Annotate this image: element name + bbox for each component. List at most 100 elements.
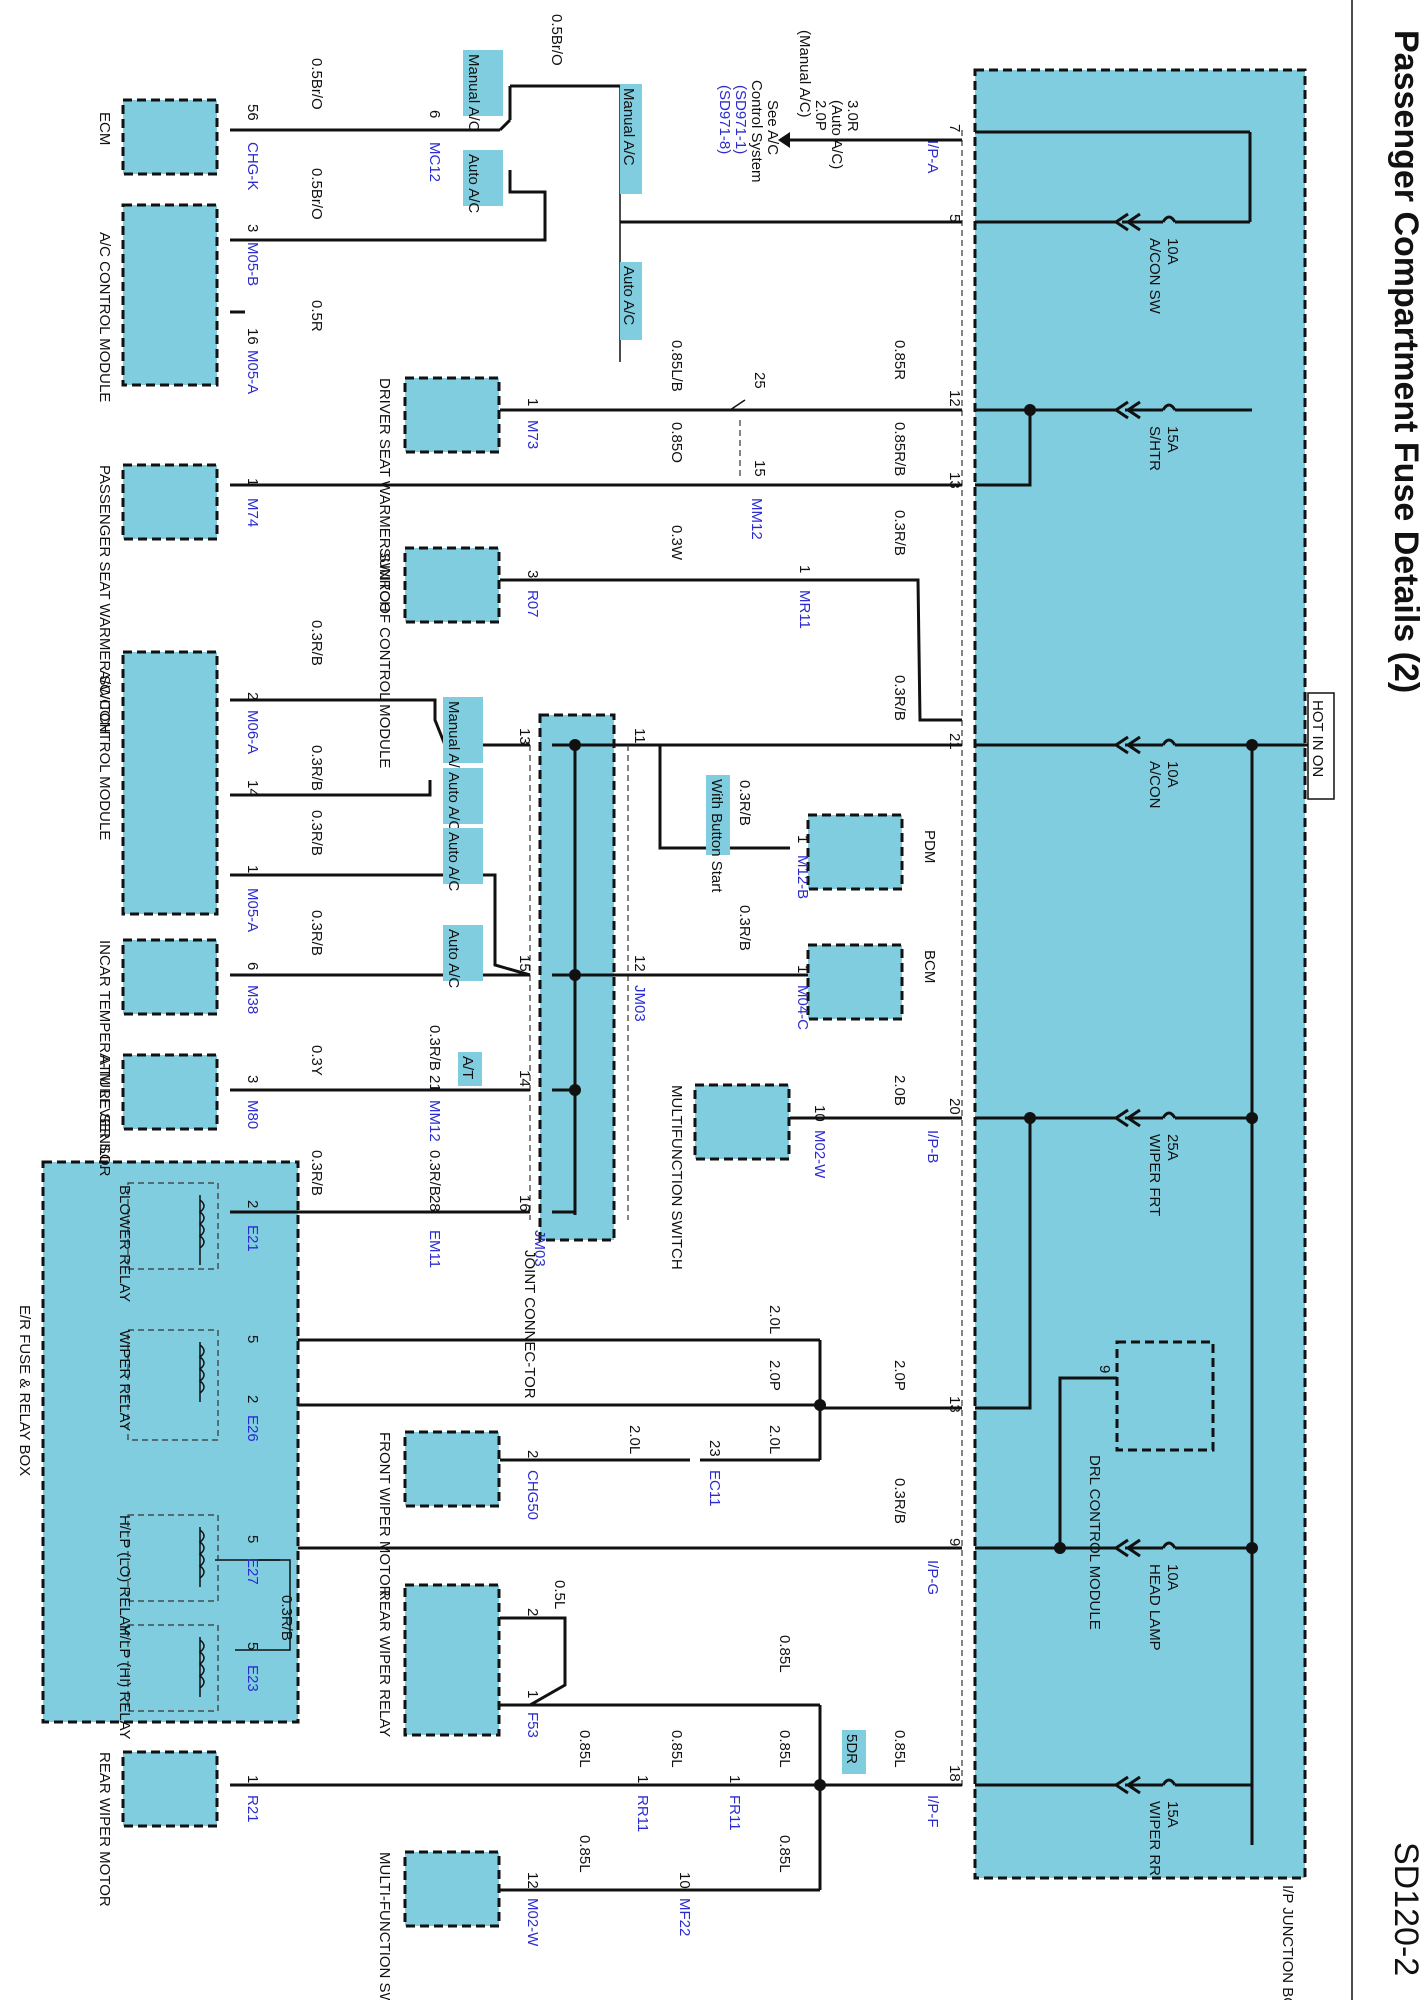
svg-text:10A: 10A [1164,1564,1181,1591]
svg-text:BCM: BCM [921,950,938,983]
svg-text:(Auto A/C): (Auto A/C) [828,100,845,169]
svg-text:10: 10 [811,1105,828,1122]
shtr-splice [1024,404,1036,416]
svg-text:WIPER RR: WIPER RR [1146,1801,1163,1876]
svg-text:15: 15 [516,955,533,972]
svg-text:DRL CONTROL MODULE: DRL CONTROL MODULE [1086,1455,1103,1630]
svg-text:CHG50: CHG50 [524,1470,541,1520]
svg-text:JOINT CONNEC-TOR: JOINT CONNEC-TOR [521,1250,538,1399]
svg-text:0.85L: 0.85L [776,1635,793,1673]
driver-seat-warmer-box [403,376,501,454]
svg-text:2.0L: 2.0L [766,1425,783,1454]
svg-text:1: 1 [794,965,811,973]
svg-text:I/P-F: I/P-F [924,1795,941,1828]
svg-text:15A: 15A [1164,426,1181,453]
svg-text:5: 5 [244,1535,261,1543]
svg-text:I/P-B: I/P-B [924,1130,941,1163]
svg-text:Manual A/C: Manual A/C [620,88,637,166]
wiper-frt-pin13-wire [975,1118,1032,1410]
svg-text:0.5R: 0.5R [308,300,325,332]
svg-text:6: 6 [426,110,443,118]
svg-text:0.3R/B: 0.3R/B [308,810,325,856]
svg-text:15: 15 [751,460,768,477]
svg-text:INCAR TEMPERA-TURE SENSOR: INCAR TEMPERA-TURE SENSOR [96,940,113,1177]
svg-text:JM03: JM03 [631,985,648,1022]
svg-text:M74: M74 [244,498,261,527]
svg-text:HEAD LAMP: HEAD LAMP [1146,1564,1163,1651]
svg-text:1: 1 [794,835,811,843]
svg-text:11: 11 [631,728,648,744]
svg-text:0.85L: 0.85L [576,1730,593,1768]
svg-text:12: 12 [946,390,963,407]
ac-control-module-top-box [121,203,219,387]
svg-text:20: 20 [946,1098,963,1115]
svg-text:A/CON SW: A/CON SW [1146,238,1163,315]
svg-text:I/P-A: I/P-A [924,140,941,173]
svg-text:M02-W: M02-W [524,1898,541,1947]
svg-text:1: 1 [244,478,261,486]
svg-text:12: 12 [631,955,648,972]
svg-text:0.3Y: 0.3Y [308,1045,325,1076]
svg-text:2: 2 [244,1200,261,1208]
svg-text:M73: M73 [524,420,541,449]
head-lamp-splice [1054,1542,1066,1554]
svg-text:0.3R/B: 0.3R/B [426,1025,443,1071]
svg-text:2.0L: 2.0L [626,1425,643,1454]
svg-text:21: 21 [426,1075,443,1092]
svg-text:0.85L: 0.85L [668,1730,685,1768]
svg-text:6: 6 [244,962,261,970]
bus-splice-1 [1246,739,1258,751]
svg-text:0.85L: 0.85L [891,1730,908,1768]
svg-text:12: 12 [524,1872,541,1889]
svg-text:FR11: FR11 [726,1795,743,1831]
bus-splice-3 [1246,1542,1258,1554]
svg-text:EC11: EC11 [706,1470,723,1506]
svg-text:Manual A/C: Manual A/C [465,54,482,132]
svg-text:25: 25 [751,372,768,389]
svg-text:WIPER FRT: WIPER FRT [1146,1134,1163,1216]
svg-text:HOT IN ON: HOT IN ON [1309,700,1326,777]
pdm-box [806,813,904,891]
svg-text:H/LP (HI) RELAY: H/LP (HI) RELAY [116,1625,133,1739]
svg-text:3: 3 [244,1075,261,1083]
svg-text:9: 9 [1096,1365,1113,1373]
svg-text:0.3R/B: 0.3R/B [308,1150,325,1196]
svg-text:0.85L/B: 0.85L/B [668,340,685,392]
svg-text:With Button Start: With Button Start [708,779,725,893]
svg-text:0.3R/B: 0.3R/B [308,620,325,666]
ip-junction-box-label: I/P JUNCTION BOX [1279,1885,1296,2000]
svg-text:0.85L: 0.85L [776,1835,793,1873]
svg-text:0.85L: 0.85L [776,1730,793,1768]
er-fuse-relay-box [41,1160,300,1724]
svg-text:E27: E27 [244,1558,261,1585]
svg-text:M06-A: M06-A [244,710,261,754]
svg-text:2: 2 [524,1608,541,1616]
atm-lever-box [121,1053,219,1131]
svg-text:FRONT WIPER MOTOR: FRONT WIPER MOTOR [376,1432,393,1597]
svg-text:2.0P: 2.0P [766,1360,783,1391]
svg-text:RR11: RR11 [634,1795,651,1832]
svg-text:2.0P: 2.0P [891,1360,908,1391]
svg-text:(Manual A/C): (Manual A/C) [796,30,813,118]
svg-text:2: 2 [244,1395,261,1403]
svg-text:28: 28 [426,1195,443,1212]
svg-text:A/CON: A/CON [1146,761,1163,809]
svg-text:REAR WIPER RELAY: REAR WIPER RELAY [376,1590,393,1737]
wiper-frt-splice [1024,1112,1036,1124]
hot-in-on-label: HOT IN ON [1309,700,1326,777]
svg-text:2.0P: 2.0P [812,100,829,131]
svg-text:M05-B: M05-B [244,242,261,286]
svg-text:Auto A/C: Auto A/C [445,772,462,831]
external-pins: 56 3 16 6 1 25 1 15 3 1 2 14 1 6 3 13 11… [244,104,1113,1889]
svg-text:0.3R/B: 0.3R/B [736,905,753,951]
svg-text:5: 5 [244,1335,261,1343]
svg-text:CHG-K: CHG-K [244,142,261,190]
rear-wiper-relay-box [403,1583,501,1737]
svg-text:1: 1 [524,398,541,406]
component-labels: ECM A/C CONTROL MODULE DRIVER SEAT WARME… [16,112,1103,2000]
